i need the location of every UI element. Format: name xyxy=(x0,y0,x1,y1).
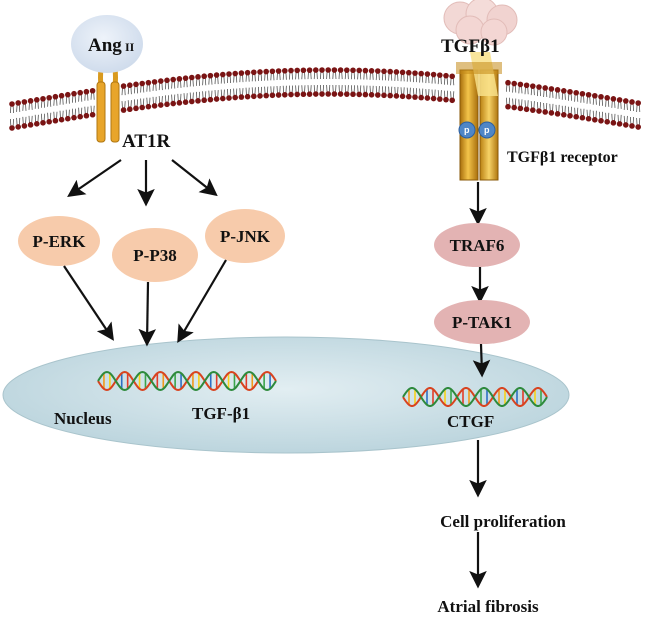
ang-label: Ang xyxy=(88,35,122,56)
tgfb1-receptor-label: TGFβ1 receptor xyxy=(507,149,618,166)
p-tak1-node: P-TAK1 xyxy=(434,300,530,344)
atrial-fibrosis-label: Atrial fibrosis xyxy=(437,597,539,616)
svg-text:P-ERK: P-ERK xyxy=(33,232,87,251)
phosphate-right-icon xyxy=(478,121,496,139)
tgfb1-ligand: TGFβ1 xyxy=(441,0,518,57)
svg-text:P-TAK1: P-TAK1 xyxy=(452,313,512,332)
svg-text:P-P38: P-P38 xyxy=(133,246,176,265)
tgfb1-label: TGFβ1 xyxy=(441,36,500,57)
ang-ii-ligand: Ang II xyxy=(71,15,143,73)
at1r-arrows xyxy=(67,159,218,207)
traf6-node: TRAF6 xyxy=(434,223,520,267)
ang-roman-label: II xyxy=(125,40,135,54)
dna-helix-left-icon xyxy=(97,370,277,392)
tgfb1-receptor: p p xyxy=(456,52,502,181)
ctgf-label: CTGF xyxy=(447,412,494,431)
right-arrows xyxy=(469,182,491,589)
p-p38-node: P-P38 xyxy=(112,228,198,282)
at1r-label: AT1R xyxy=(122,131,170,152)
kinase-arrows xyxy=(63,259,227,347)
cell-membrane xyxy=(9,67,641,131)
nucleus-label: Nucleus xyxy=(54,409,112,428)
p-jnk-node: P-JNK xyxy=(205,209,285,263)
svg-text:p: p xyxy=(464,125,470,135)
nucleus xyxy=(2,336,570,454)
phosphate-left-icon xyxy=(458,121,476,139)
tgf-b1-gene-label: TGF-β1 xyxy=(192,404,250,423)
svg-text:P-JNK: P-JNK xyxy=(220,227,271,246)
svg-text:TRAF6: TRAF6 xyxy=(450,236,505,255)
cell-proliferation-label: Cell proliferation xyxy=(440,512,566,531)
svg-text:p: p xyxy=(484,125,490,135)
p-erk-node: P-ERK xyxy=(18,216,100,266)
dna-helix-right-icon xyxy=(402,387,548,407)
